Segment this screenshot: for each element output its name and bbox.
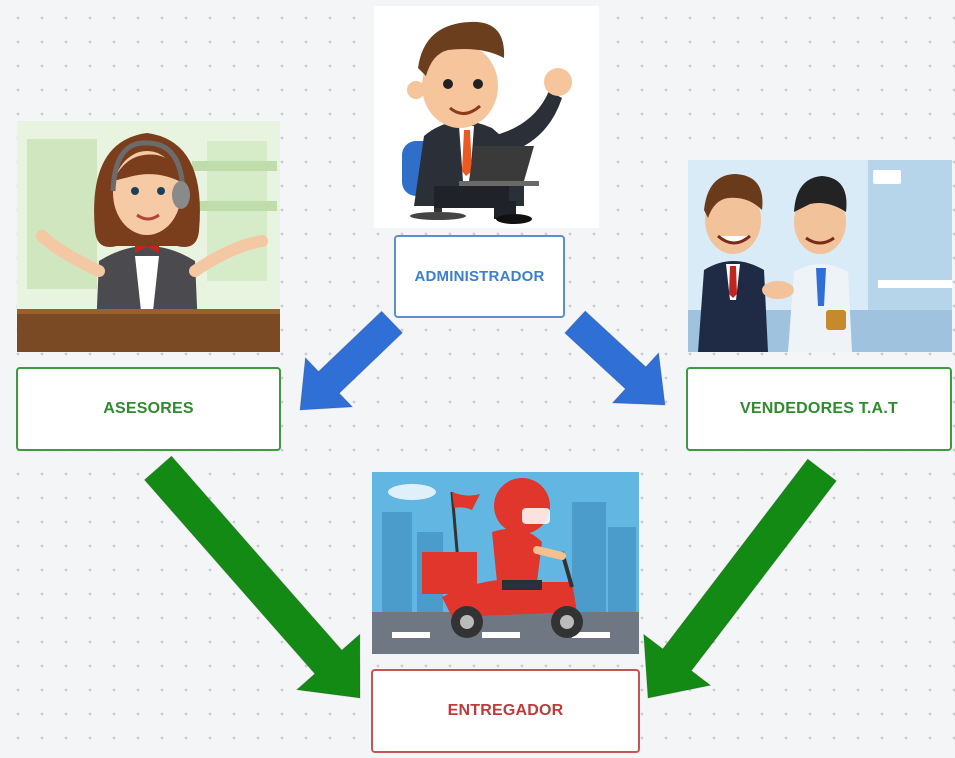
sellers-handshake-illustration xyxy=(688,160,952,352)
administrador-label: ADMINISTRADOR xyxy=(414,268,545,285)
asesores-label: ASESORES xyxy=(103,400,194,417)
vendedores-label: VENDEDORES T.A.T xyxy=(740,400,898,417)
call-center-agent-illustration xyxy=(17,121,280,352)
entregador-node[interactable]: ENTREGADOR xyxy=(371,669,640,753)
entregador-label: ENTREGADOR xyxy=(447,702,564,719)
delivery-rider-illustration xyxy=(372,472,639,654)
administrador-node[interactable]: ADMINISTRADOR xyxy=(394,235,565,318)
arrow-vendedores-to-entregador xyxy=(643,458,838,699)
businessman-illustration xyxy=(374,6,599,228)
asesores-node[interactable]: ASESORES xyxy=(16,367,281,451)
arrow-admin-to-asesores xyxy=(299,310,404,411)
vendedores-node[interactable]: VENDEDORES T.A.T xyxy=(686,367,952,451)
arrow-asesores-to-entregador xyxy=(143,455,361,699)
arrow-admin-to-vendedores xyxy=(564,310,666,406)
